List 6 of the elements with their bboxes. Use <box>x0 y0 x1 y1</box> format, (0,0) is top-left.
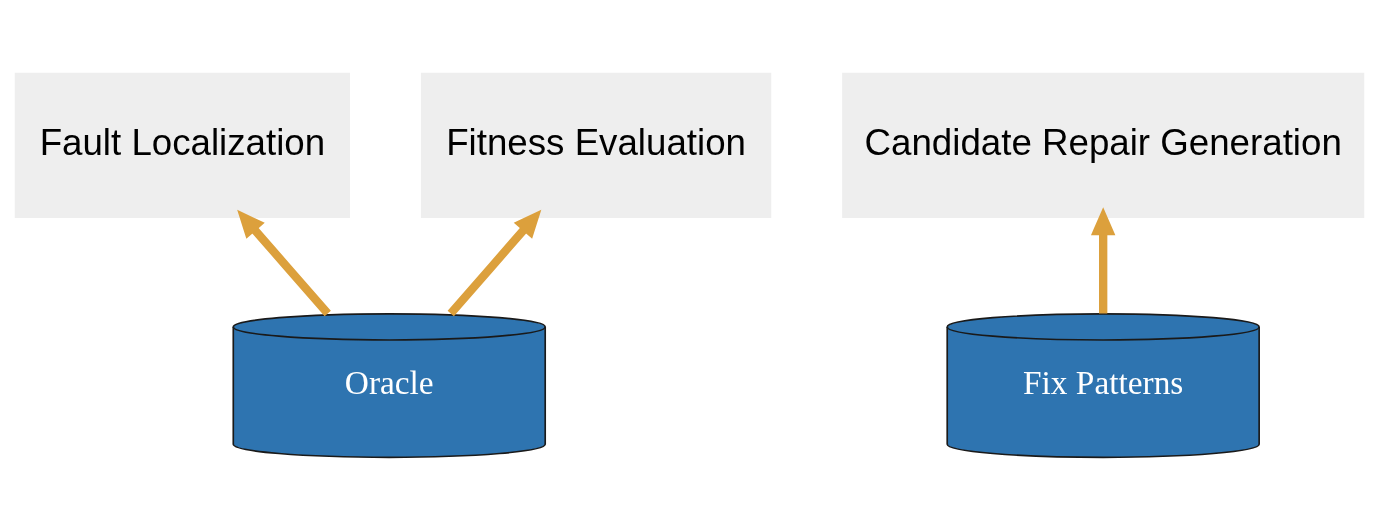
node-box: Fault Localization <box>14 72 351 218</box>
arrow <box>237 209 331 316</box>
node-box: Candidate Repair Generation <box>842 72 1365 218</box>
arrow <box>447 209 542 316</box>
arrow <box>1090 206 1116 313</box>
node-box: Fitness Evaluation <box>420 72 772 218</box>
